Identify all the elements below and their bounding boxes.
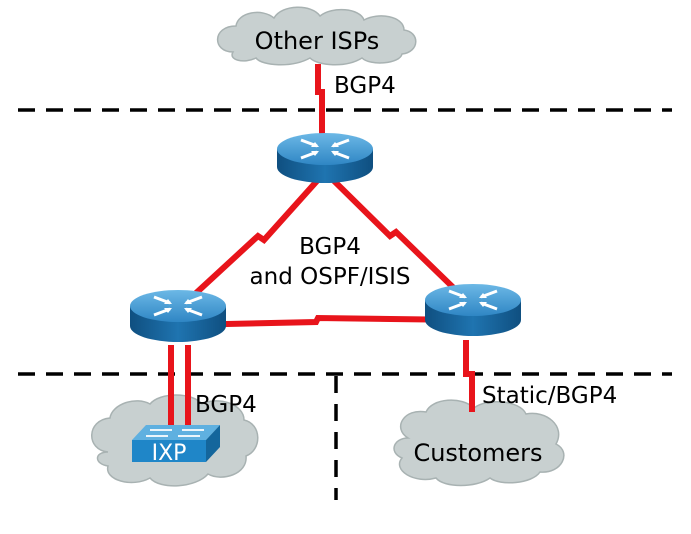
center-label-line2: and OSPF/ISIS [250, 264, 411, 290]
boundary-lines [18, 108, 672, 500]
ixp-label: IXP [152, 441, 187, 466]
customer-link-label: Static/BGP4 [482, 383, 617, 409]
link-top-right [322, 169, 465, 299]
cloud-icon [216, 6, 417, 66]
link-isp-top-router [315, 64, 325, 136]
router-icon [130, 290, 226, 342]
links [168, 64, 475, 440]
switch-icon [132, 425, 220, 462]
top-link-label: BGP4 [334, 73, 396, 99]
customers-label: Customers [413, 439, 542, 467]
router-icon [277, 133, 373, 183]
link-left-right [181, 314, 469, 328]
router-icon [425, 284, 521, 336]
link-top-left [179, 169, 328, 309]
ixp-link-label: BGP4 [195, 392, 257, 418]
other-isps-label: Other ISPs [255, 27, 380, 55]
cloud-icon [393, 399, 565, 487]
center-label-line1: BGP4 [299, 234, 361, 260]
link-right-customers [463, 340, 475, 412]
